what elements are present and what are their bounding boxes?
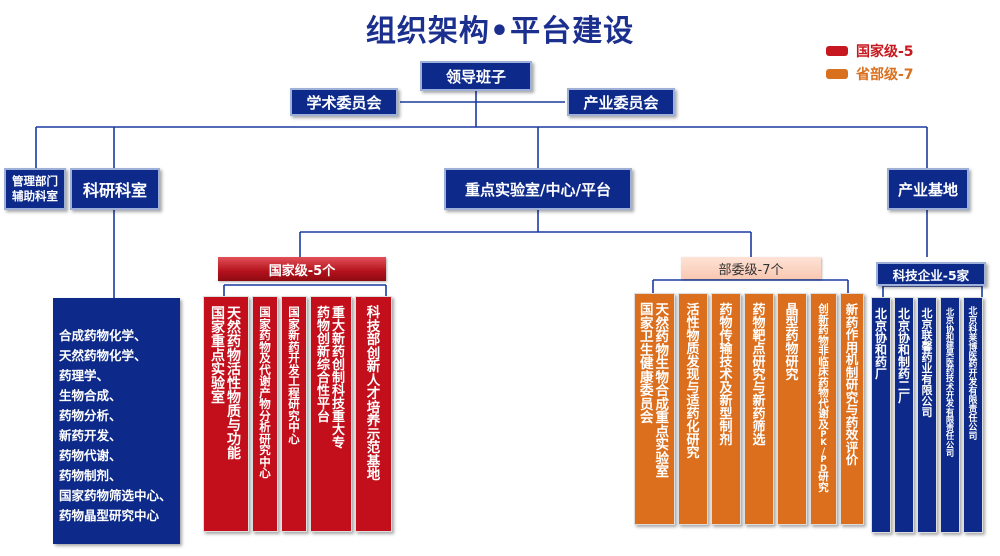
industry-base-box: 产业基地 (887, 168, 969, 210)
national-platform-text: 药物创新综合性平台 (317, 306, 331, 425)
provincial-platform-text: 晶型药物研究 (785, 303, 799, 383)
national-platform-text: 国家重点实验室 (210, 306, 225, 406)
list-item: 国家药物筛选中心、 (59, 488, 172, 503)
national-platform-2: 国家药物及代谢产物分析研究中心 (252, 296, 278, 532)
provincial-platform-3: 药物传输技术及新型制剂 (711, 293, 741, 525)
provincial-platforms: 天然药物生物合成重点实验室国家卫生健康委员会活性物质发现与适药化研究药物传输技术… (634, 293, 864, 525)
enterprise-banner: 科技企业-5家 (876, 262, 986, 286)
national-platform-text: 天然药物活性物质与功能 (227, 306, 242, 462)
national-platforms: 天然药物活性物质与功能国家重点实验室国家药物及代谢产物分析研究中心国家新药开发工… (203, 296, 400, 532)
list-item: 药物晶型研究中心 (59, 508, 160, 523)
national-platform-1: 天然药物活性物质与功能国家重点实验室 (203, 296, 249, 532)
admin-line: 管理部门 (12, 174, 58, 189)
provincial-platform-text: 天然药物生物合成重点实验室 (655, 302, 670, 480)
national-platform-5: 科技部创新人才培养示范基地 (355, 296, 392, 532)
list-item: 药理学、 (59, 368, 110, 383)
enterprise-1: 北京协和药厂 (871, 297, 891, 533)
list-item: 合成药物化学、 (59, 328, 147, 343)
list-item: 药物制剂、 (59, 468, 122, 483)
legend-swatch-national (826, 46, 848, 56)
admin-line: 辅助科室 (12, 189, 58, 203)
enterprise-text: 北京协和建昊医药技术开发有限责任公司 (945, 307, 955, 459)
enterprise-3: 北京联馨药业有限公司 (917, 297, 937, 533)
provincial-platform-7: 新药作用机制研究与药效评价 (840, 293, 864, 525)
enterprise-text: 北京协和药厂 (874, 307, 887, 381)
list-item: 生物合成、 (59, 388, 122, 403)
provincial-platform-4: 药物靶点研究与新药筛选 (744, 293, 774, 525)
page-title: 组织架构•平台建设 (365, 14, 635, 49)
legend-swatch-provincial (826, 69, 848, 79)
admin-departments-box: 管理部门 辅助科室 (4, 168, 66, 210)
legend-label: 国家级-5 (856, 44, 914, 60)
national-level-banner: 国家级-5个 (218, 257, 386, 281)
national-platform-4: 重大新药创制科技重大专药物创新综合性平台 (310, 296, 352, 532)
national-platform-text: 科技部创新人才培养示范基地 (366, 305, 381, 483)
research-dept-list: 合成药物化学、 天然药物化学、 药理学、 生物合成、 药物分析、 新药开发、 药… (53, 298, 180, 544)
legend-item-provincial: 省部级-7 (826, 64, 914, 84)
enterprise-text: 北京联馨药业有限公司 (921, 307, 933, 419)
list-item: 天然药物化学、 (59, 348, 147, 363)
list-item: 新药开发、 (59, 428, 122, 443)
national-platform-text: 国家新药开发工程研究中心 (288, 305, 300, 446)
provincial-platform-5: 晶型药物研究 (777, 293, 807, 525)
list-item: 药物代谢、 (59, 448, 122, 463)
provincial-platform-text: 国家卫生健康委员会 (639, 302, 654, 426)
legend-item-national: 国家级-5 (826, 41, 914, 61)
enterprise-4: 北京协和建昊医药技术开发有限责任公司 (940, 297, 960, 533)
provincial-platform-text: 药物靶点研究与新药筛选 (752, 303, 766, 448)
enterprise-text: 北京科莱博医药开发有限责任公司 (968, 307, 978, 442)
enterprise-5: 北京科莱博医药开发有限责任公司 (963, 297, 983, 533)
industry-committee-box: 产业委员会 (567, 88, 675, 116)
provincial-platform-1: 天然药物生物合成重点实验室国家卫生健康委员会 (634, 293, 675, 525)
legend: 国家级-5 省部级-7 (826, 41, 914, 84)
list-item: 药物分析、 (59, 408, 122, 423)
research-departments-box: 科研科室 (70, 168, 160, 210)
national-platform-text: 重大新药创制科技重大专 (331, 306, 345, 451)
provincial-platform-text: 药物传输技术及新型制剂 (719, 303, 733, 448)
enterprise-text: 北京协和制药二厂 (897, 307, 910, 405)
provincial-level-banner: 部委级-7个 (681, 257, 821, 279)
key-labs-box: 重点实验室/中心/平台 (444, 168, 632, 210)
enterprise-list: 北京协和药厂北京协和制药二厂北京联馨药业有限公司 北京协和建昊医药技术开发有限责任… (871, 297, 992, 533)
provincial-platform-text: 活性物质发现与适药化研究 (686, 303, 700, 461)
provincial-platform-2: 活性物质发现与适药化研究 (678, 293, 708, 525)
legend-label: 省部级-7 (856, 67, 914, 83)
enterprise-2: 北京协和制药二厂 (894, 297, 914, 533)
leadership-box: 领导班子 (420, 61, 532, 91)
national-platform-3: 国家新药开发工程研究中心 (281, 296, 307, 532)
academic-committee-box: 学术委员会 (290, 88, 398, 116)
provincial-platform-text: 新药作用机制研究与药效评价 (845, 302, 859, 467)
national-platform-text: 国家药物及代谢产物分析研究中心 (259, 305, 271, 480)
